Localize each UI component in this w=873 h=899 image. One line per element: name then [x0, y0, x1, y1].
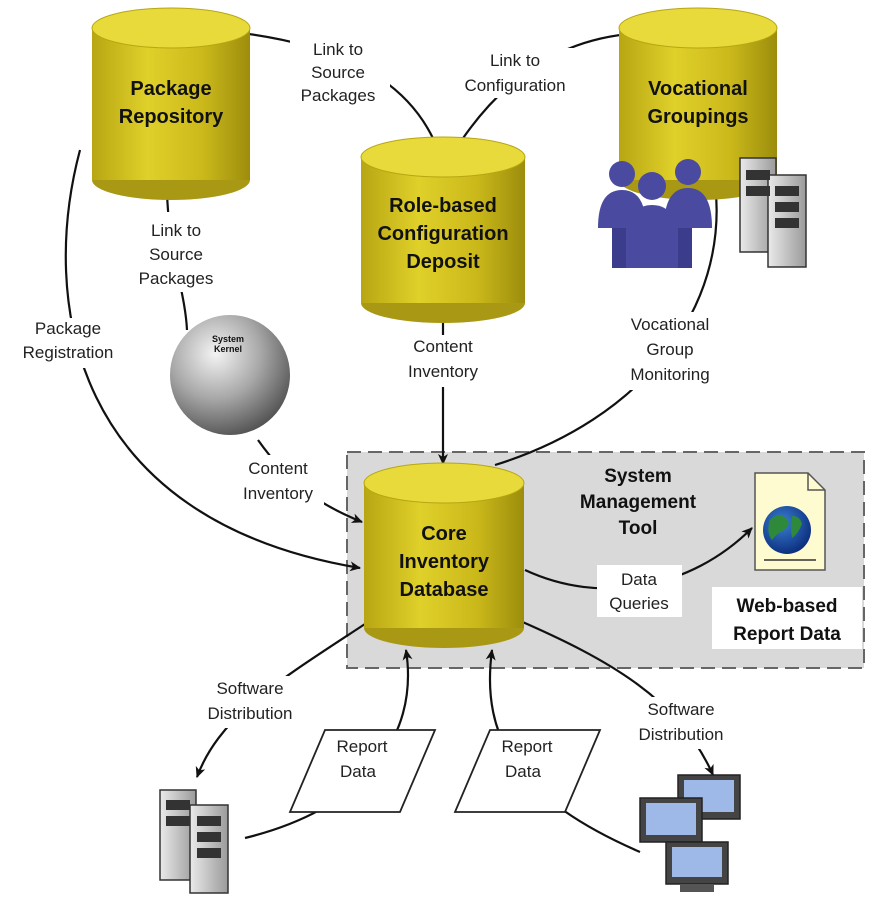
software-dist-left-2: Distribution	[207, 704, 292, 723]
package-registration-1: Package	[35, 319, 101, 338]
content-inventory-deposit-1: Content	[413, 337, 473, 356]
vocational-monitoring-2: Group	[646, 340, 693, 359]
package-repository-title-1: Package	[130, 78, 211, 100]
link-source-left-2: Source	[149, 245, 203, 264]
role-based-deposit-title-2: Configuration	[377, 223, 508, 245]
web-report-box	[712, 587, 862, 649]
vocational-groupings-title-1: Vocational	[648, 78, 748, 100]
vocational-monitoring-1: Vocational	[631, 315, 709, 334]
package-repository-cylinder: Package Repository	[91, 7, 251, 200]
package-repository-title-2: Repository	[119, 106, 224, 128]
content-inventory-kernel-1: Content	[248, 459, 308, 478]
package-registration-2: Registration	[23, 343, 114, 362]
core-inventory-title-1: Core	[421, 523, 467, 545]
server-rack-icon	[739, 157, 807, 268]
vocational-groupings-title-2: Groupings	[647, 106, 748, 128]
system-kernel-label-1: System	[212, 334, 244, 344]
system-kernel-sphere: System Kernel	[170, 315, 290, 435]
software-dist-right-2: Distribution	[638, 725, 723, 744]
role-based-deposit-cylinder: Role-based Configuration Deposit	[360, 136, 526, 323]
link-configuration-2: Configuration	[464, 76, 565, 95]
system-management-tool-title: System Management Tool	[580, 466, 697, 539]
role-based-deposit-title-1: Role-based	[389, 195, 497, 217]
report-data-left-shape	[288, 729, 437, 813]
data-queries-2: Queries	[609, 594, 669, 613]
report-data-left-1: Report	[336, 737, 387, 756]
core-inventory-title-2: Inventory	[399, 551, 490, 573]
report-data-left-2: Data	[340, 762, 376, 781]
link-source-left-3: Packages	[139, 269, 214, 288]
vocational-monitoring-3: Monitoring	[630, 365, 709, 384]
software-dist-right-1: Software	[647, 700, 714, 719]
link-source-top-3: Packages	[301, 86, 376, 105]
computer-monitor-icon	[639, 774, 741, 892]
role-based-deposit-title-3: Deposit	[406, 251, 480, 273]
report-data-right-2: Data	[505, 762, 541, 781]
smt-title-1: System	[604, 466, 672, 487]
link-source-top-1: Link to	[313, 40, 363, 59]
smt-title-3: Tool	[619, 518, 658, 539]
smt-title-2: Management	[580, 492, 697, 513]
software-dist-left-1: Software	[216, 679, 283, 698]
web-report-title-1: Web-based	[736, 596, 837, 617]
web-document-globe-icon	[754, 472, 826, 571]
web-report-title-2: Report Data	[733, 624, 841, 645]
server-rack-icon-bottom	[159, 789, 229, 894]
system-kernel-label-2: Kernel	[214, 344, 242, 354]
report-data-right-shape	[453, 729, 602, 813]
data-queries-1: Data	[621, 570, 657, 589]
edge-package-registration	[64, 149, 361, 572]
content-inventory-kernel-2: Inventory	[243, 484, 313, 503]
content-inventory-deposit-2: Inventory	[408, 362, 478, 381]
link-source-left-1: Link to	[151, 221, 201, 240]
people-group-icon	[598, 159, 712, 268]
data-queries-box	[597, 565, 682, 617]
core-inventory-cylinder: Core Inventory Database	[363, 462, 525, 648]
report-data-right-1: Report	[501, 737, 552, 756]
web-report-title: Web-based Report Data	[733, 596, 841, 645]
link-source-top-2: Source	[311, 63, 365, 82]
edge-labels: Link to Source Packages Link to Configur…	[10, 35, 736, 781]
link-configuration-1: Link to	[490, 51, 540, 70]
core-inventory-title-3: Database	[400, 579, 489, 601]
